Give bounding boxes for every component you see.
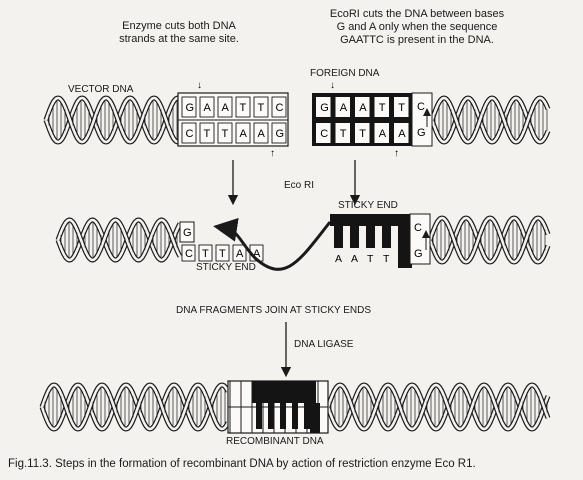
vector-fragment-helix bbox=[55, 217, 183, 263]
foreign-end-bottom-base: G bbox=[417, 127, 426, 139]
vector-top-base: A bbox=[222, 102, 230, 114]
foreign-fragment-helix bbox=[427, 215, 551, 265]
foreign-sticky-base: A bbox=[351, 253, 358, 265]
curved-transfer-arrow bbox=[213, 217, 332, 271]
foreign-bottom-base: T bbox=[340, 128, 347, 140]
recombinant-helix-left bbox=[39, 382, 231, 432]
enzyme-cut-note: Enzyme cuts both DNA strands at the same… bbox=[104, 20, 254, 46]
foreign-bottom-base: A bbox=[379, 128, 387, 140]
vector-sticky-top-base: G bbox=[183, 227, 192, 239]
foreign-sticky-end-top: C bbox=[414, 222, 422, 234]
fragments-join-label: DNA FRAGMENTS JOIN AT STICKY ENDS bbox=[176, 305, 372, 316]
foreign-sticky-end-bottom: G bbox=[414, 248, 423, 260]
foreign-dna-label: FOREIGN DNA bbox=[310, 68, 380, 79]
vector-top-base: T bbox=[258, 102, 265, 114]
vector-dna-helix bbox=[43, 95, 179, 145]
foreign-top-base: A bbox=[359, 102, 367, 114]
vector-bottom-base: T bbox=[222, 128, 229, 140]
foreign-cut-marker-bottom: ↑ bbox=[394, 148, 399, 159]
foreign-cut-marker-top: ↓ bbox=[330, 80, 335, 91]
recombinant-dna-label: RECOMBINANT DNA bbox=[226, 436, 324, 447]
ecori-note-line3: GAATTC is present in the DNA. bbox=[340, 34, 494, 46]
vector-top-base: A bbox=[204, 102, 212, 114]
foreign-bottom-base: T bbox=[359, 128, 366, 140]
cut-marker-top: ↓ bbox=[197, 80, 202, 91]
foreign-top-base: G bbox=[320, 102, 329, 114]
vector-sticky-base: T bbox=[202, 248, 209, 260]
vector-bottom-base: T bbox=[204, 128, 211, 140]
foreign-sticky-base: A bbox=[335, 253, 342, 265]
vector-bottom-base: G bbox=[276, 128, 285, 140]
cut-marker-bottom: ↑ bbox=[270, 148, 275, 159]
eco-ri-label: Eco RI bbox=[284, 180, 315, 191]
vector-sticky-base: A bbox=[253, 248, 261, 260]
vector-bottom-base: A bbox=[258, 128, 266, 140]
vector-top-base: G bbox=[186, 102, 195, 114]
foreign-bottom-base: A bbox=[398, 128, 406, 140]
vector-sticky-base: A bbox=[236, 248, 244, 260]
vector-bottom-base: A bbox=[240, 128, 248, 140]
enzyme-cut-note-line1: Enzyme cuts both DNA bbox=[122, 20, 236, 32]
vector-top-base: T bbox=[240, 102, 247, 114]
ecori-note-line1: EcoRI cuts the DNA between bases bbox=[329, 8, 505, 20]
figure-caption: Fig.11.3. Steps in the formation of reco… bbox=[8, 458, 476, 470]
vector-bottom-base: C bbox=[186, 128, 194, 140]
vector-dna-label: VECTOR DNA bbox=[68, 84, 134, 95]
sticky-end-left-label: STICKY END bbox=[196, 262, 256, 273]
recombinant-helix-right bbox=[325, 382, 551, 432]
vector-top-base: C bbox=[276, 102, 284, 114]
foreign-end-top-base: C bbox=[417, 101, 425, 113]
foreign-top-base: A bbox=[340, 102, 348, 114]
recombinant-base-pair-box bbox=[227, 380, 329, 434]
vector-sticky-base: T bbox=[219, 248, 226, 260]
dna-ligase-label: DNA LIGASE bbox=[294, 339, 354, 350]
foreign-top-base: T bbox=[398, 102, 405, 114]
ecori-note-line2: G and A only when the sequence bbox=[336, 21, 498, 33]
foreign-top-base: T bbox=[379, 102, 386, 114]
enzyme-cut-note-line2: strands at the same site. bbox=[119, 33, 239, 45]
foreign-dna-helix bbox=[429, 95, 551, 145]
sticky-end-right-label: STICKY END bbox=[338, 200, 398, 211]
vector-sticky-base: C bbox=[185, 248, 193, 260]
ecori-note: EcoRI cuts the DNA between bases G and A… bbox=[300, 8, 534, 47]
foreign-sticky-base: T bbox=[367, 253, 374, 265]
foreign-sticky-base: T bbox=[383, 253, 390, 265]
foreign-bottom-base: C bbox=[320, 128, 328, 140]
